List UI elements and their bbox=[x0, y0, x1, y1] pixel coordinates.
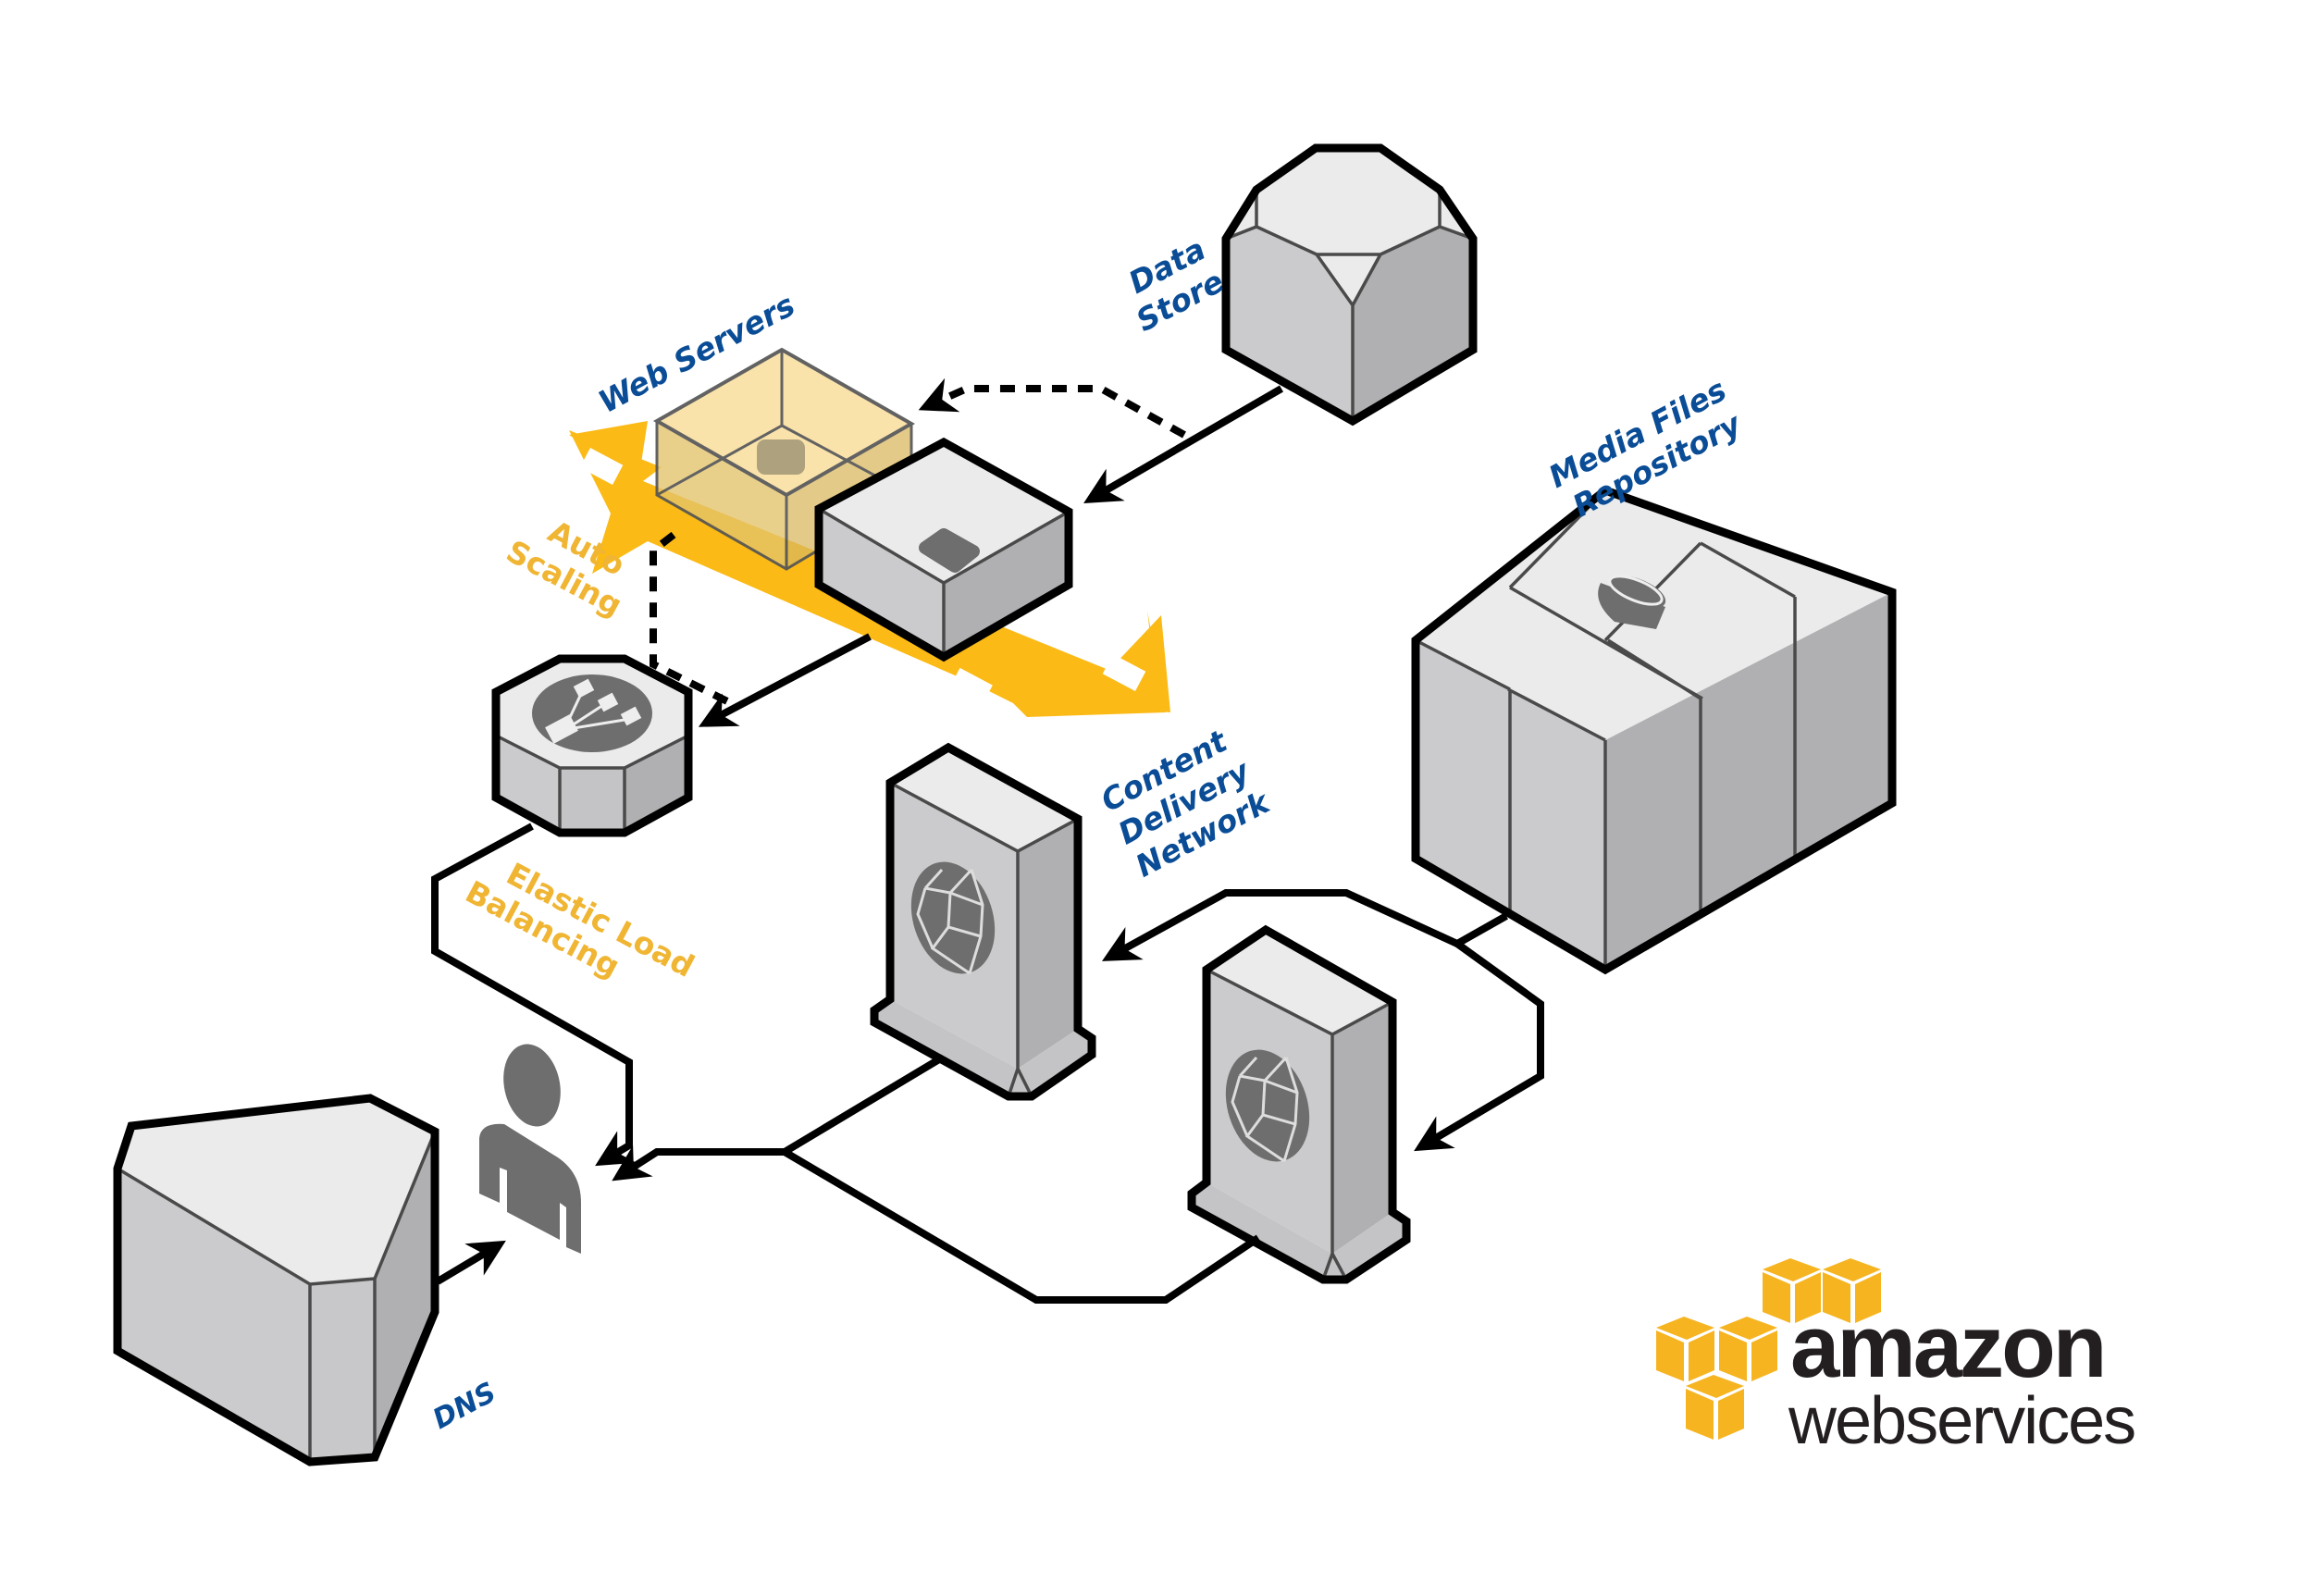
server-chip-icon bbox=[757, 439, 805, 475]
globe-network-icon bbox=[1225, 1049, 1310, 1163]
connector-cdn2-user bbox=[782, 1148, 1261, 1304]
aws-logo-webservices-text: webservices bbox=[1788, 1384, 2135, 1458]
connector-scaled-server-elb bbox=[650, 531, 733, 707]
connector-repository-cdn2 bbox=[1414, 940, 1544, 1152]
load-balancer[interactable] bbox=[491, 654, 693, 837]
data-store[interactable] bbox=[1221, 143, 1478, 427]
connector-repository-cdn1 bbox=[1101, 889, 1508, 961]
cdn-edge-2[interactable] bbox=[1187, 924, 1411, 1284]
label-content-delivery-network: Content Delivery Network bbox=[1095, 723, 1276, 885]
label-data-store: Data Store bbox=[1122, 230, 1230, 339]
connector-datastore-webserver bbox=[1083, 385, 1284, 504]
user-icon[interactable] bbox=[479, 1039, 581, 1254]
connector-cdn1-user bbox=[612, 1056, 942, 1182]
aws-cubes-icon bbox=[1656, 1258, 1881, 1440]
label-dns: DNS bbox=[427, 1377, 501, 1437]
media-repository[interactable] bbox=[1411, 485, 1897, 975]
cdn-edge-1[interactable] bbox=[870, 742, 1096, 1101]
server-chip-icon bbox=[919, 528, 980, 573]
load-balancer-icon bbox=[532, 674, 652, 752]
web-server-active[interactable] bbox=[814, 437, 1073, 662]
connector-dns-user bbox=[435, 1240, 506, 1285]
globe-network-icon bbox=[910, 861, 996, 975]
bucket-icon bbox=[1598, 575, 1666, 629]
connector-datastore-scaled-server bbox=[918, 377, 1186, 439]
aws-logo-amazon-text: amazon bbox=[1790, 1297, 2104, 1396]
aws-logo: amazon webservices bbox=[1656, 1258, 2136, 1458]
dns-node[interactable] bbox=[113, 1094, 439, 1466]
connector-webserver-elb bbox=[698, 633, 872, 727]
